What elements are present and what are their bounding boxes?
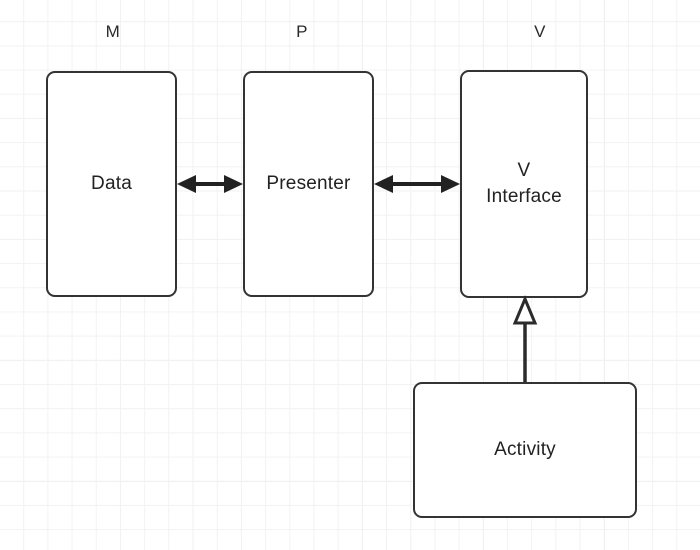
edge-data-presenter-arrowhead-left bbox=[177, 175, 196, 193]
edge-presenter-view-arrowhead-right bbox=[441, 175, 460, 193]
node-view-interface[interactable]: V Interface bbox=[460, 70, 588, 298]
node-data-label: Data bbox=[91, 173, 132, 195]
column-label-v: V bbox=[534, 22, 546, 41]
edge-data-presenter-arrowhead-right bbox=[224, 175, 243, 193]
node-activity[interactable]: Activity bbox=[413, 382, 637, 518]
node-activity-label: Activity bbox=[494, 439, 556, 461]
node-view-interface-label: V Interface bbox=[486, 160, 562, 207]
column-label-m: M bbox=[105, 22, 121, 41]
column-label-p: P bbox=[296, 22, 308, 41]
edge-presenter-view bbox=[374, 175, 460, 193]
edge-presenter-view-arrowhead-left bbox=[374, 175, 393, 193]
node-presenter-label: Presenter bbox=[266, 173, 351, 195]
node-presenter[interactable]: Presenter bbox=[243, 71, 374, 297]
node-data[interactable]: Data bbox=[46, 71, 177, 297]
edge-activity-implements-view bbox=[512, 295, 538, 382]
edge-activity-implements-view-arrowhead bbox=[512, 295, 538, 325]
edge-data-presenter bbox=[177, 175, 243, 193]
